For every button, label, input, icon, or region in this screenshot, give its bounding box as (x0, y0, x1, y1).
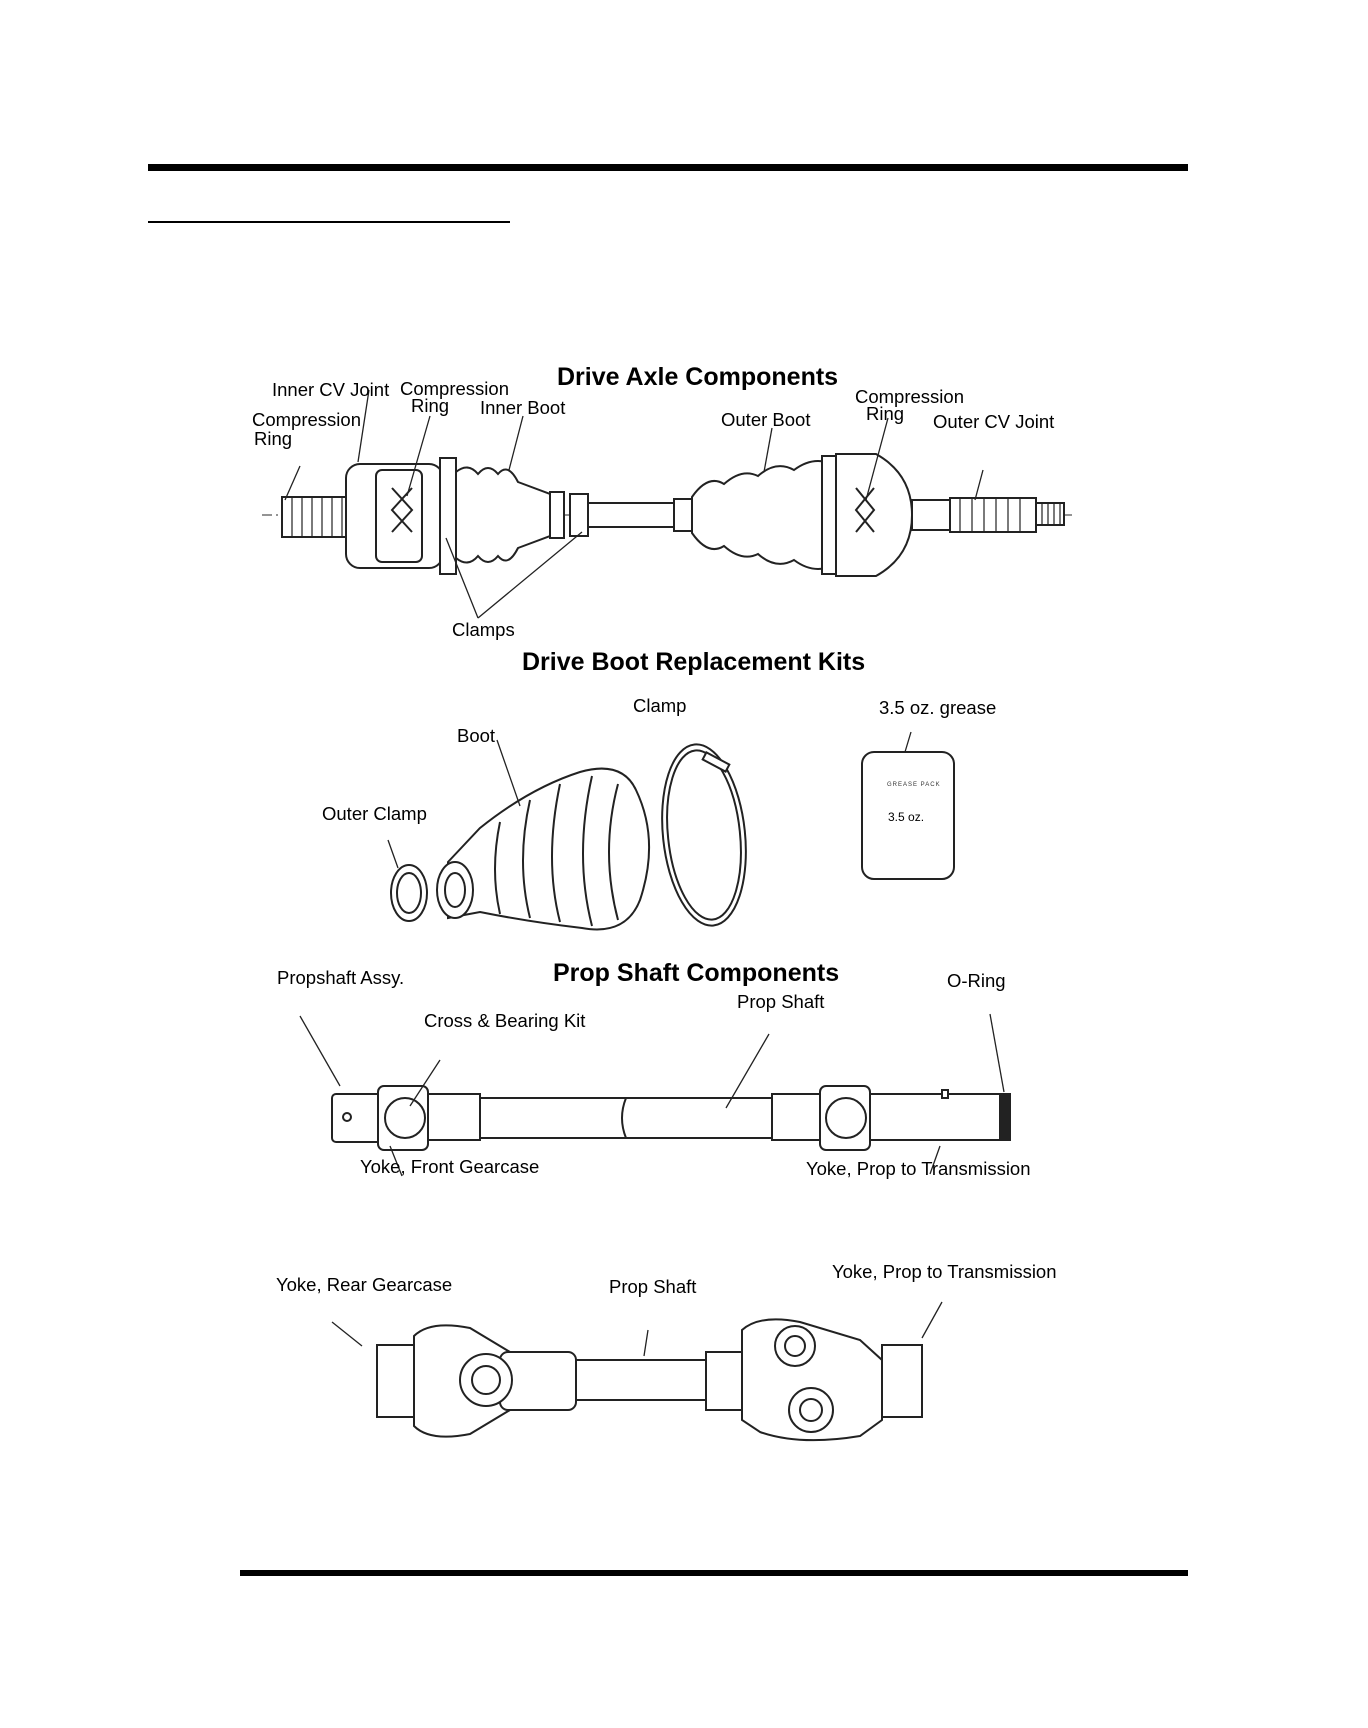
prop-shaft-drawing (331, 1085, 1011, 1151)
prop-shaft-title: Prop Shaft Components (553, 959, 839, 987)
label-propshaft-assy: Propshaft Assy. (277, 967, 404, 988)
label-rear-prop-shaft: Prop Shaft (609, 1276, 696, 1297)
footer-rule (240, 1570, 1188, 1576)
boot-kit-section: Drive Boot Replacement Kits GREASE PACK … (322, 648, 996, 931)
label-compression-ring-top-line2: Ring (411, 395, 449, 416)
drive-axle-title: Drive Axle Components (557, 363, 838, 391)
label-rear-yoke-prop-to-transmission: Yoke, Prop to Transmission (832, 1261, 1057, 1282)
boot-drawing (436, 767, 651, 931)
label-yoke-prop-to-transmission: Yoke, Prop to Transmission (806, 1158, 1031, 1179)
svg-text:GREASE PACK: GREASE PACK (887, 782, 941, 788)
label-yoke-front-gearcase: Yoke, Front Gearcase (360, 1156, 539, 1177)
label-boot: Boot (457, 725, 495, 746)
grease-packet-label: 3.5 oz. (888, 810, 924, 824)
label-grease: 3.5 oz. grease (879, 697, 996, 718)
label-outer-clamp: Outer Clamp (322, 803, 427, 824)
rear-prop-shaft-section: Yoke, Rear Gearcase Prop Shaft Yoke, Pro… (276, 1261, 1057, 1442)
grease-packet-drawing: GREASE PACK 3.5 oz. (861, 751, 955, 880)
prop-shaft-section: Prop Shaft Components Propshaft Assy. (277, 959, 1031, 1179)
label-prop-shaft: Prop Shaft (737, 991, 824, 1012)
label-compression-ring-left-line1: Compression (252, 409, 361, 430)
boot-kit-title: Drive Boot Replacement Kits (522, 648, 865, 676)
label-cross-bearing-kit: Cross & Bearing Kit (424, 1010, 585, 1031)
label-compression-ring-top-line1: Compression (400, 378, 509, 399)
drive-axle-drawing (262, 453, 1075, 577)
label-inner-boot: Inner Boot (480, 397, 565, 418)
rear-prop-shaft-drawing (376, 1318, 923, 1442)
label-compression-ring-right-line2: Ring (866, 403, 904, 424)
outer-clamp-drawing (390, 864, 428, 922)
clamp-drawing (661, 743, 747, 927)
drive-axle-section: Drive Axle Components (252, 363, 1075, 640)
label-inner-cv-joint: Inner CV Joint (272, 379, 389, 400)
label-o-ring: O-Ring (947, 970, 1006, 991)
label-compression-ring-left-line2: Ring (254, 428, 292, 449)
label-clamp: Clamp (633, 695, 686, 716)
label-outer-boot: Outer Boot (721, 409, 810, 430)
label-compression-ring-right-line1: Compression (855, 386, 964, 407)
subheading-underline (148, 221, 510, 223)
header-rule (148, 164, 1188, 171)
label-clamps: Clamps (452, 619, 515, 640)
label-outer-cv-joint: Outer CV Joint (933, 411, 1054, 432)
label-yoke-rear-gearcase: Yoke, Rear Gearcase (276, 1274, 452, 1295)
